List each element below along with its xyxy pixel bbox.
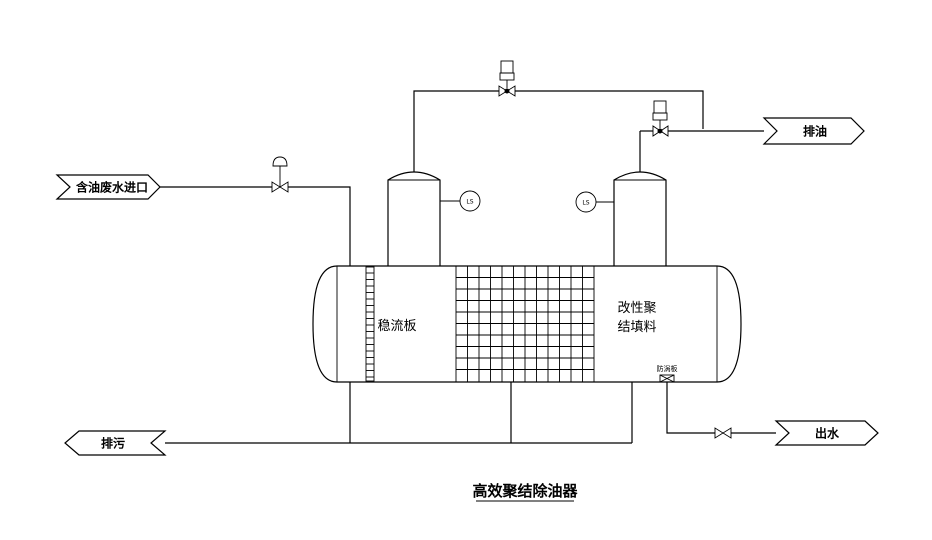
right-dome bbox=[613, 171, 667, 266]
stabilizer-plate bbox=[365, 266, 375, 382]
left-dome bbox=[387, 171, 441, 266]
oil-control-valve-top bbox=[498, 60, 516, 97]
diagram-title: 高效聚结除油器 bbox=[472, 482, 578, 500]
sewage-piping bbox=[165, 382, 633, 444]
water-outlet-tag-label: 出水 bbox=[815, 426, 840, 441]
inlet-valve bbox=[271, 156, 289, 193]
packing-label-line1: 改性聚 bbox=[617, 301, 656, 316]
level-switch-left-label: LS bbox=[466, 199, 473, 206]
water-outlet-valve bbox=[714, 427, 732, 439]
oil-outlet-tag-label: 排油 bbox=[803, 124, 827, 139]
vessel bbox=[312, 265, 742, 383]
water-outlet-tag: 出水 bbox=[774, 420, 879, 446]
oil-outlet-tag: 排油 bbox=[762, 117, 865, 145]
stabilizer-label: 稳流板 bbox=[377, 318, 416, 334]
sewage-tag: 排污 bbox=[64, 430, 167, 456]
vortex-breaker: 防涡板 bbox=[657, 364, 678, 383]
vortex-breaker-label: 防涡板 bbox=[657, 364, 678, 373]
inlet-tag: 含油废水进口 bbox=[55, 174, 161, 200]
oil-control-valve-right bbox=[652, 100, 669, 137]
level-switch-right-label: LS bbox=[582, 200, 589, 207]
coalescing-packing bbox=[455, 265, 595, 383]
inlet-tag-label: 含油废水进口 bbox=[76, 180, 148, 195]
sewage-tag-label: 排污 bbox=[101, 436, 125, 451]
water-outlet-piping bbox=[666, 382, 776, 434]
level-switch-left: LS bbox=[440, 190, 481, 212]
packing-label-line2: 结填料 bbox=[617, 320, 656, 335]
oil-outlet-piping bbox=[413, 90, 764, 172]
level-switch-right: LS bbox=[575, 191, 614, 213]
inlet-piping bbox=[160, 186, 351, 266]
